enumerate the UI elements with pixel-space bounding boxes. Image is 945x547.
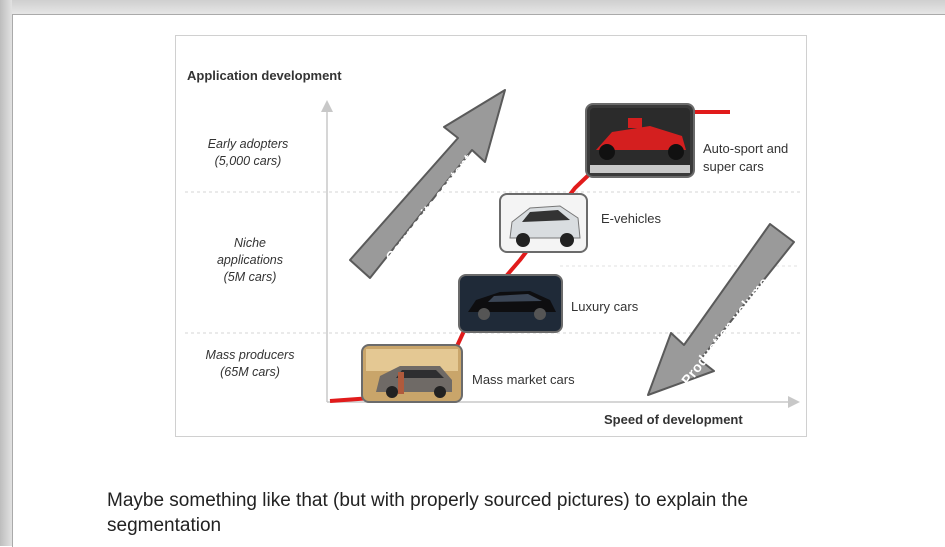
y-axis-label: Application development — [187, 68, 342, 83]
segment-line: (5,000 cars) — [214, 154, 282, 168]
segment-line: Mass producers — [205, 348, 295, 362]
mass-market-car-photo — [361, 344, 463, 403]
caption-line: Maybe something like that (but with prop… — [107, 490, 749, 511]
y-axis-arrowhead — [321, 100, 333, 112]
caption-text: Maybe something like that (but with prop… — [107, 488, 907, 538]
e-vehicle-photo — [499, 193, 588, 253]
window-top-bar — [0, 0, 945, 14]
car-label-mass-market: Mass market cars — [472, 372, 575, 387]
segment-line: (65M cars) — [220, 365, 280, 379]
car-label-e-vehicles: E-vehicles — [601, 211, 661, 226]
car-label-line: Auto-sport and — [703, 141, 789, 156]
car-label-luxury: Luxury cars — [571, 299, 639, 314]
segment-mass-producers: Mass producers (65M cars) — [192, 347, 308, 381]
x-axis-arrowhead — [788, 396, 800, 408]
segment-niche-applications: Niche applications (5M cars) — [200, 235, 300, 286]
segment-line: Niche — [234, 236, 266, 250]
composite-content-arrow — [349, 89, 506, 279]
segment-line: (5M cars) — [223, 270, 277, 284]
caption-line: segmentation — [107, 515, 222, 536]
car-label-supercars: Auto-sport and super cars — [703, 140, 788, 176]
car-label-line: super cars — [703, 159, 764, 174]
supercar-photo — [585, 103, 695, 178]
segment-line: Early adopters — [207, 137, 289, 151]
segment-line: applications — [216, 253, 283, 267]
window-left-bar — [0, 0, 12, 546]
production-volume-arrow — [647, 223, 795, 396]
luxury-car-photo — [458, 274, 563, 333]
x-axis-label: Speed of development — [604, 412, 743, 427]
segment-early-adopters: Early adopters (5,000 cars) — [190, 136, 306, 170]
